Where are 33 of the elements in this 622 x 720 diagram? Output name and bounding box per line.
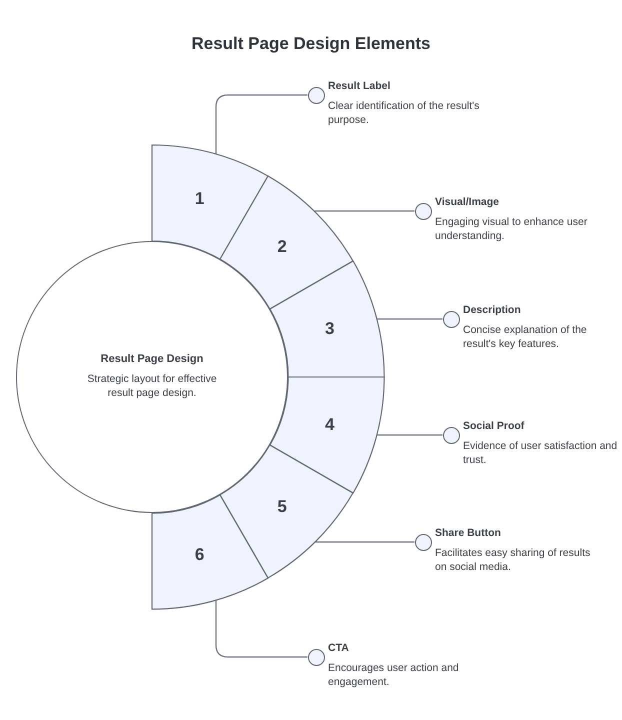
item-description: Facilitates easy sharing of results on social media.	[435, 546, 592, 574]
item-heading: Social Proof	[463, 420, 526, 432]
item-description: Engaging visual to enhance user understanding.	[435, 215, 588, 244]
circle-heading: Result Page Design	[100, 353, 204, 366]
item-description: Encourages user action and engagement.	[328, 661, 460, 690]
connector-line	[316, 541, 414, 543]
connector-dot	[414, 202, 432, 220]
item-heading: CTA	[328, 642, 350, 654]
connector-dot	[308, 86, 324, 104]
item-heading: Description	[463, 304, 522, 316]
connector-dot	[442, 310, 460, 328]
connector-line	[215, 600, 308, 658]
item-heading: Share Button	[435, 527, 502, 539]
step-number: 6	[194, 544, 204, 565]
connector-line	[377, 434, 442, 436]
item-heading: Result Label	[328, 80, 392, 92]
step-number: 4	[324, 414, 334, 435]
item-description: Concise explanation of the result's key features.	[463, 323, 588, 352]
connector-line	[314, 210, 414, 212]
step-number: 3	[324, 319, 334, 340]
circle-description: Strategic layout for effective result page design.	[86, 373, 218, 401]
connector-dot	[442, 426, 460, 444]
connector-line	[215, 94, 308, 154]
item-heading: Visual/Image	[435, 196, 500, 208]
connector-dot	[308, 648, 324, 666]
step-number: 2	[277, 236, 287, 257]
item-description: Clear identification of the result's purpose.	[328, 99, 480, 128]
step-number: 5	[277, 497, 287, 518]
step-number: 1	[194, 189, 204, 210]
diagram-title: Result Page Design Elements	[190, 34, 432, 54]
item-description: Evidence of user satisfaction and trust.	[463, 439, 618, 468]
connector-dot	[414, 534, 432, 550]
connector-line	[377, 318, 442, 320]
